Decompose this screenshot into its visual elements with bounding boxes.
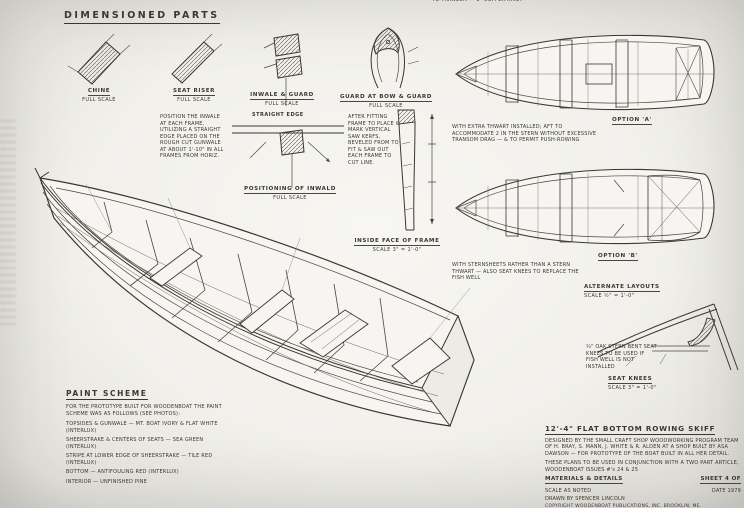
alternate-layouts-scale: SCALE ½" = 1'-0" xyxy=(584,293,635,299)
design-title: 12'-4" FLAT BOTTOM ROWING SKIFF xyxy=(545,424,716,435)
inwale-guard-detail-drawing xyxy=(244,28,324,108)
frame-fitting-note: AFTER FITTING FRAME TO PLACE & MARK VERT… xyxy=(348,114,400,166)
plan-view-b-icon xyxy=(455,168,715,245)
positioning-diagram-icon xyxy=(232,125,344,188)
scan-smudge xyxy=(0,120,16,330)
paint-scheme-intro: FOR THE PROTOTYPE BUILT FOR WOODENBOAT T… xyxy=(66,404,222,417)
title-block-row-2: SCALE AS NOTED DATE 1979 xyxy=(545,486,741,494)
seat-knees-drawing xyxy=(596,294,744,382)
seat-knees-scale: SCALE 3" = 1'-0" xyxy=(608,385,657,391)
seat-riser-scale: FULL SCALE xyxy=(177,97,211,103)
inwale-guard-label: INWALE & GUARD xyxy=(250,92,314,100)
article-note: THESE PLANS TO BE USED IN CONJUNCTION WI… xyxy=(545,460,739,473)
inwale-guard-section-icon xyxy=(263,33,303,106)
copyright-label: COPYRIGHT WOODENBOAT PUBLICATIONS, INC. … xyxy=(545,503,702,508)
scale-as-noted-label: SCALE AS NOTED xyxy=(545,487,592,494)
positioning-diagram xyxy=(228,118,348,190)
option-b-label: OPTION 'B' xyxy=(598,253,638,261)
paint-scheme-line: SHEERSTRAKE & CENTERS OF SEATS — SEA GRE… xyxy=(66,437,204,450)
seat-knees-label: SEAT KNEES xyxy=(608,376,653,384)
paint-scheme-line: BOTTOM — ANTIFOULING RED (INTERLUX) xyxy=(66,469,179,475)
date-label: DATE 1979 xyxy=(711,487,741,494)
sheet-number-label: SHEET 4 OF xyxy=(700,475,741,484)
sheet-title: DIMENSIONED PARTS xyxy=(64,10,220,24)
seat-riser-section-icon xyxy=(171,33,223,84)
paint-scheme-title: PAINT SCHEME xyxy=(66,389,148,400)
chine-label: CHINE xyxy=(87,88,111,96)
option-a-caption: OPTION 'A' xyxy=(612,117,652,125)
hull-perspective-drawing xyxy=(0,128,540,473)
frame-face-drawing xyxy=(362,104,452,238)
seat-knees-note: ¾" OAK STERN BENT SEAT KNEES TO BE USED … xyxy=(586,344,657,370)
frame-face-label: INSIDE FACE OF FRAME xyxy=(354,238,440,246)
positioning-label: POSITIONING OF INWALD xyxy=(244,186,336,194)
paint-scheme-line: TOPSIDES & GUNWALE — MT. BOAT IVORY & FL… xyxy=(66,421,218,434)
guard-at-bow-scale: FULL SCALE xyxy=(369,103,403,109)
seat-riser-label: SEAT RISER xyxy=(172,88,216,96)
seat-riser-detail-drawing xyxy=(162,32,226,88)
drawn-by-label: DRAWN BY SPENCER LINCOLN xyxy=(545,495,625,502)
plan-view-option-b xyxy=(448,158,720,254)
seat-knees-caption: SEAT KNEES SCALE 3" = 1'-0" xyxy=(608,376,698,391)
alternate-layouts-caption: ALTERNATE LAYOUTS SCALE ½" = 1'-0" xyxy=(584,284,714,299)
plan-view-option-a xyxy=(448,24,720,120)
frame-face-caption: INSIDE FACE OF FRAME SCALE 3" = 1'-0" xyxy=(342,238,452,253)
frame-face-icon xyxy=(397,109,436,231)
positioning-note: POSITION THE INWALE AT EACH FRAME, UTILI… xyxy=(160,114,224,159)
materials-details-label: MATERIALS & DETAILS xyxy=(545,475,623,484)
positioning-caption: POSITIONING OF INWALD FULL SCALE xyxy=(232,186,348,201)
title-block-row-1: MATERIALS & DETAILS SHEET 4 OF xyxy=(545,476,741,484)
paint-scheme-line: STRIPE AT LOWER EDGE OF SHEERSTRAKE — TI… xyxy=(66,453,213,466)
seat-riser-caption: SEAT RISER FULL SCALE xyxy=(152,88,236,103)
guard-at-bow-label: GUARD AT BOW & GUARD xyxy=(339,94,433,102)
alternate-layouts-label: ALTERNATE LAYOUTS xyxy=(584,284,660,292)
chine-detail-drawing xyxy=(60,33,138,88)
plan-view-a-icon xyxy=(455,34,715,111)
guard-at-bow-caption: GUARD AT BOW & GUARD FULL SCALE xyxy=(336,94,436,109)
option-a-label: OPTION 'A' xyxy=(612,117,652,125)
chine-caption: CHINE FULL SCALE xyxy=(56,88,142,103)
top-edge-note: TO TRANSOM — 1" COPPER RIVET xyxy=(432,0,523,3)
positioning-scale: FULL SCALE xyxy=(273,195,307,201)
seat-knees-icon xyxy=(597,303,739,371)
paint-scheme-line: INTERIOR — UNFINISHED PINE xyxy=(66,478,148,485)
hull-perspective-icon xyxy=(34,167,475,428)
option-b-caption: OPTION 'B' xyxy=(598,253,638,261)
guard-at-bow-section-icon xyxy=(370,27,420,89)
design-credit: DESIGNED BY THE SMALL CRAFT SHOP WOODWOR… xyxy=(545,438,739,457)
guard-at-bow-detail-drawing xyxy=(348,22,424,94)
inwale-guard-caption: INWALE & GUARD FULL SCALE xyxy=(234,92,330,107)
straight-edge-label: STRAIGHT EDGE xyxy=(252,112,304,118)
paint-scheme-section: PAINT SCHEME FOR THE PROTOTYPE BUILT FOR… xyxy=(66,381,232,485)
frame-face-scale: SCALE 3" = 1'-0" xyxy=(372,247,422,253)
title-block: 12'-4" FLAT BOTTOM ROWING SKIFF DESIGNED… xyxy=(545,416,741,508)
chine-section-icon xyxy=(67,33,131,85)
option-b-note: WITH STERNSHEETS RATHER THAN A STERN THW… xyxy=(452,262,579,281)
chine-scale: FULL SCALE xyxy=(82,97,116,103)
inwale-guard-scale: FULL SCALE xyxy=(265,101,299,107)
option-a-note: WITH EXTRA THWART INSTALLED; AFT TO ACCO… xyxy=(452,124,597,143)
